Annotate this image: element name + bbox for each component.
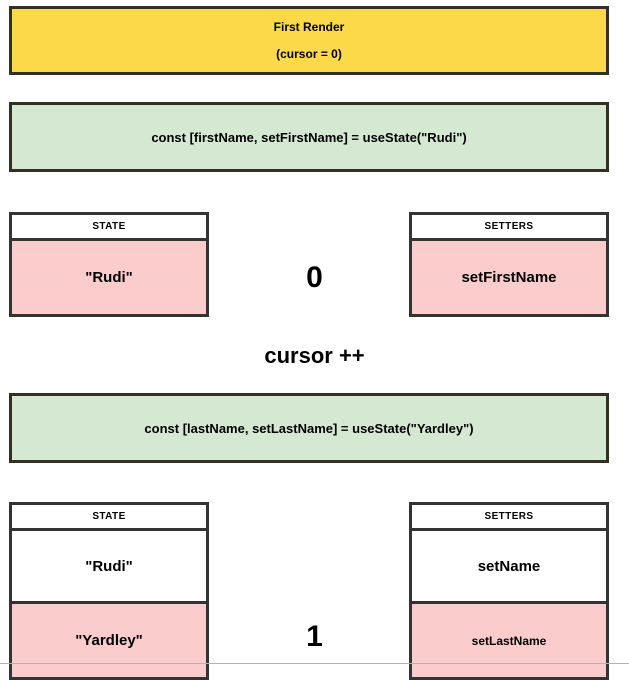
setters-table-2-row: setLastName [412, 604, 606, 677]
setters-table-2-header: SETTERS [412, 505, 606, 531]
state-table-2-header-label: STATE [92, 511, 126, 522]
state-table-2-row-value: "Yardley" [75, 632, 143, 649]
render-phase-banner: First Render (cursor = 0) [9, 6, 609, 75]
render-phase-subtitle: (cursor = 0) [276, 47, 342, 61]
setters-table-2-row: setName [412, 531, 606, 604]
declaration-code-2: const [lastName, setLastName] = useState… [144, 420, 474, 436]
setters-table-2-row-value: setName [477, 557, 541, 575]
state-table-2-row-value: "Rudi" [85, 557, 133, 575]
cursor-index-0: 0 [306, 261, 323, 294]
state-table-2: STATE "Rudi" "Yardley" [9, 502, 209, 680]
cursor-index-1: 1 [306, 620, 323, 653]
setters-table-2-header-label: SETTERS [484, 511, 534, 522]
setters-table-1-header-label: SETTERS [484, 221, 534, 232]
setters-table-1: SETTERS setFirstName [409, 212, 609, 317]
declaration-box-1: const [firstName, setFirstName] = useSta… [9, 102, 609, 172]
state-table-2-header: STATE [12, 505, 206, 531]
state-table-1: STATE "Rudi" [9, 212, 209, 317]
setters-table-1-header: SETTERS [412, 215, 606, 241]
state-table-1-row-value: "Rudi" [85, 269, 133, 286]
page-bottom-rule [0, 663, 629, 664]
setters-table-1-row-value: setFirstName [461, 269, 557, 286]
diagram-canvas: First Render (cursor = 0) const [firstNa… [0, 6, 629, 680]
declaration-code-1: const [firstName, setFirstName] = useSta… [151, 129, 467, 145]
state-table-1-header: STATE [12, 215, 206, 241]
state-table-1-header-label: STATE [92, 221, 126, 232]
render-phase-title: First Render [273, 20, 345, 34]
declaration-box-2: const [lastName, setLastName] = useState… [9, 393, 609, 463]
setters-table-2-row-value: setLastName [471, 633, 547, 648]
cursor-increment-label: cursor ++ [264, 343, 365, 368]
state-table-2-row: "Rudi" [12, 531, 206, 604]
setters-table-1-row: setFirstName [412, 241, 606, 314]
state-table-1-row: "Rudi" [12, 241, 206, 314]
setters-table-2: SETTERS setName setLastName [409, 502, 609, 680]
state-table-2-row: "Yardley" [12, 604, 206, 677]
